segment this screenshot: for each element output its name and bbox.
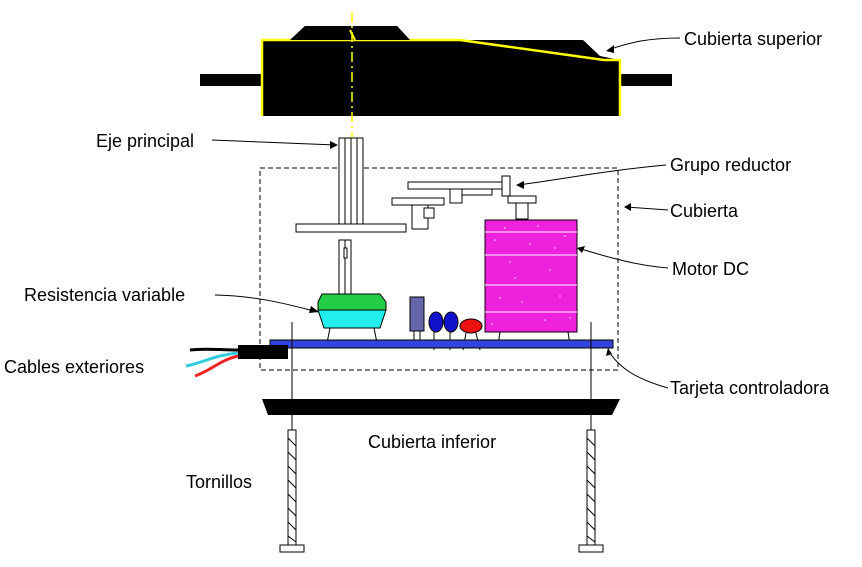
cover-outline bbox=[259, 167, 619, 371]
label-controller-board: Tarjeta controladora bbox=[670, 378, 830, 398]
label-screws: Tornillos bbox=[186, 472, 253, 492]
dc-motor bbox=[484, 219, 578, 346]
label-bottom-cover: Cubierta inferior bbox=[368, 432, 497, 452]
screw-left bbox=[279, 429, 305, 553]
variable-resistor bbox=[317, 239, 387, 349]
bottom-cover bbox=[262, 399, 620, 415]
external-cables bbox=[185, 345, 288, 378]
label-gear-group: Grupo reductor bbox=[670, 155, 792, 175]
top-cover bbox=[200, 26, 672, 116]
label-top-cover: Cubierta superior bbox=[684, 29, 823, 49]
label-external-cables: Cables exteriores bbox=[4, 357, 145, 377]
leader-lines bbox=[211, 37, 681, 389]
controller-board bbox=[269, 339, 614, 349]
top-cover-outline bbox=[260, 38, 622, 116]
arrow-heads bbox=[309, 45, 631, 356]
gear-train bbox=[391, 175, 537, 230]
board-components bbox=[409, 296, 483, 351]
label-variable-resistor: Resistencia variable bbox=[24, 285, 186, 305]
screw-right bbox=[578, 429, 604, 553]
label-cover: Cubierta bbox=[670, 201, 739, 221]
label-dc-motor: Motor DC bbox=[672, 259, 750, 279]
label-main-shaft: Eje principal bbox=[96, 131, 195, 151]
top-cover-right-tab bbox=[620, 74, 672, 86]
main-shaft bbox=[295, 137, 407, 233]
top-cover-left-tab bbox=[200, 74, 262, 86]
